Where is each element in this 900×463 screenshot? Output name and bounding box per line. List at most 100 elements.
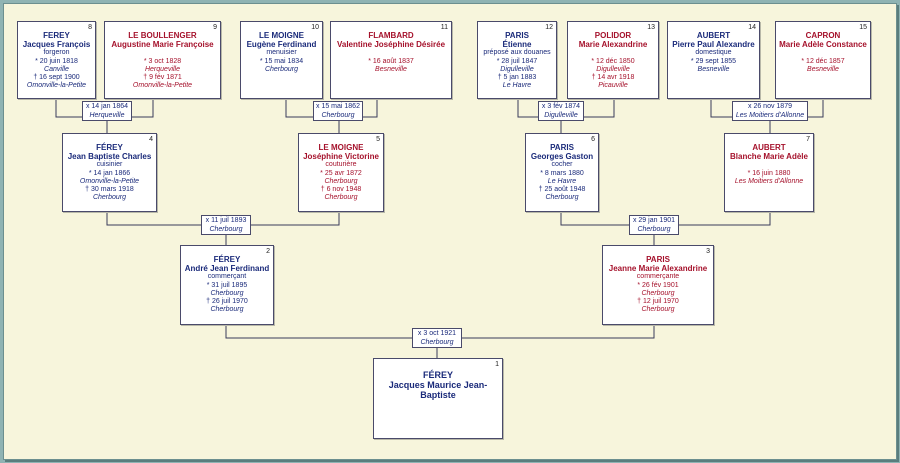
marriage-place: Digulleville (544, 111, 578, 119)
person-detail-line: * 28 juil 1847 (496, 57, 538, 65)
person-detail-line: * 16 août 1837 (368, 57, 414, 65)
person-detail-line: Herqueville (144, 65, 181, 73)
person-detail-line: † 6 nov 1948 (320, 186, 362, 194)
person-detail-line: † 30 mars 1918 (85, 186, 134, 194)
person-surname: PARIS (550, 143, 574, 152)
person-detail-line: † 12 juil 1970 (637, 298, 679, 306)
person-number: 10 (311, 24, 319, 31)
connector-m6 (560, 212, 771, 226)
person-surname: FÉREY (213, 255, 241, 264)
connector-m8 (55, 98, 154, 118)
person-detail-line: domestique (695, 49, 732, 57)
person-detail-line: Picauville (598, 82, 628, 90)
person-surname: CAPRON (805, 31, 841, 40)
connector-m4 (106, 212, 340, 226)
person-surname: LE MOIGNE (318, 143, 364, 152)
person-detail-line: couturière (325, 161, 357, 169)
person-number: 14 (748, 24, 756, 31)
person-detail-line: Digulleville (596, 65, 630, 73)
person-detail-line: Digulleville (500, 65, 534, 73)
person-detail-line: * 14 jan 1866 (88, 169, 131, 177)
person-detail-line: Besneville (375, 65, 407, 73)
marriage-date: x 11 juil 1893 (205, 217, 247, 224)
person-detail-line: * 25 avr 1872 (320, 169, 362, 177)
person-number: 11 (440, 24, 448, 31)
person-surname: FLAMBARD (368, 31, 414, 40)
person-detail-line: * 29 sept 1855 (690, 57, 737, 65)
person-detail-line: Cherbourg (324, 194, 358, 202)
person-detail-line: Omonville-la-Petite (79, 177, 140, 185)
person-detail-line (725, 161, 813, 169)
person-number: 6 (591, 136, 595, 143)
person-given-names: Jacques François (22, 40, 91, 50)
person-given-names: Jacques Maurice Jean-Baptiste (388, 380, 488, 400)
person-detail-line: Cherbourg (92, 194, 127, 202)
person-surname: AUBERT (696, 31, 731, 40)
person-detail-line: Besneville (697, 65, 730, 73)
connector-m2 (225, 325, 655, 339)
person-detail-line: Canville (44, 65, 69, 73)
person-detail-line: Omonville-la-Petite (132, 82, 193, 90)
person-detail-line: * 15 mai 1834 (259, 57, 304, 65)
person-detail-line: menuisier (266, 49, 297, 57)
person-detail-line: * 26 fév 1901 (637, 281, 679, 289)
person-surname: FÉREY (422, 370, 453, 380)
person-detail-line: Cherbourg (641, 306, 675, 314)
person-number: 12 (545, 24, 553, 31)
person-detail-line: * 8 mars 1880 (540, 169, 584, 177)
person-given-names: Blanche Marie Adèle (730, 152, 808, 162)
connector-m12 (517, 98, 615, 118)
person-detail-line: commerçant (207, 273, 247, 281)
person-number: 15 (859, 24, 867, 31)
marriage-place: Cherbourg (209, 225, 243, 233)
person-detail-line: Cherbourg (545, 194, 579, 202)
person-surname: AUBERT (752, 143, 786, 152)
person-given-names: Jean Baptiste Charles (67, 152, 152, 162)
person-detail-line: † 16 sept 1900 (33, 74, 80, 82)
marriage-date: x 26 nov 1879 (748, 103, 792, 110)
person-surname: FÉREY (96, 143, 123, 152)
person-number: 9 (213, 24, 217, 31)
person-detail-line: † 5 jan 1883 (497, 74, 537, 82)
person-detail-line: commerçante (636, 273, 680, 281)
marriage-place: Cherbourg (637, 225, 671, 233)
marriage-date: x 3 oct 1921 (417, 330, 457, 337)
person-detail-line: † 26 juil 1970 (206, 298, 248, 306)
person-number: 13 (647, 24, 655, 31)
person-surname: LE MOIGNE (259, 31, 304, 40)
person-detail-line (105, 49, 220, 57)
person-detail-line: Besneville (807, 65, 839, 73)
person-number: 4 (149, 136, 153, 143)
marriage-place: Les Moitiers d'Allonne (735, 111, 805, 119)
person-detail-line: Omonville-la-Petite (26, 82, 87, 90)
person-number: 3 (706, 248, 710, 255)
person-detail-line: * 12 déc 1857 (801, 57, 845, 65)
person-given-names: André Jean Ferdinand (184, 264, 270, 274)
marriage-date: x 15 mai 1862 (316, 103, 360, 110)
person-detail-line (568, 49, 658, 57)
person-detail-line: † 9 fév 1871 (143, 74, 182, 81)
person-detail-line: cuisinier (96, 161, 123, 169)
